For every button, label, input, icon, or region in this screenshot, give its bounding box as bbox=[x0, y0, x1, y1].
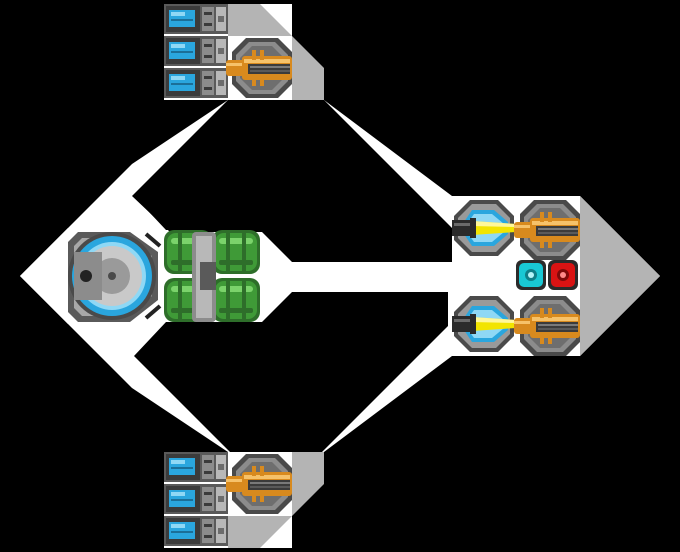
battery[interactable] bbox=[164, 36, 228, 66]
battery-stack-bottom bbox=[164, 452, 228, 546]
battery[interactable] bbox=[164, 68, 228, 98]
battery[interactable] bbox=[164, 484, 228, 514]
explosive-block[interactable] bbox=[548, 260, 578, 290]
battery[interactable] bbox=[164, 4, 228, 34]
command-module[interactable] bbox=[68, 232, 162, 322]
fuel-tank-cluster bbox=[164, 230, 260, 322]
shield-generator[interactable] bbox=[516, 260, 546, 290]
battery-stack-top bbox=[164, 4, 228, 98]
battery[interactable] bbox=[164, 516, 228, 546]
battery[interactable] bbox=[164, 452, 228, 482]
